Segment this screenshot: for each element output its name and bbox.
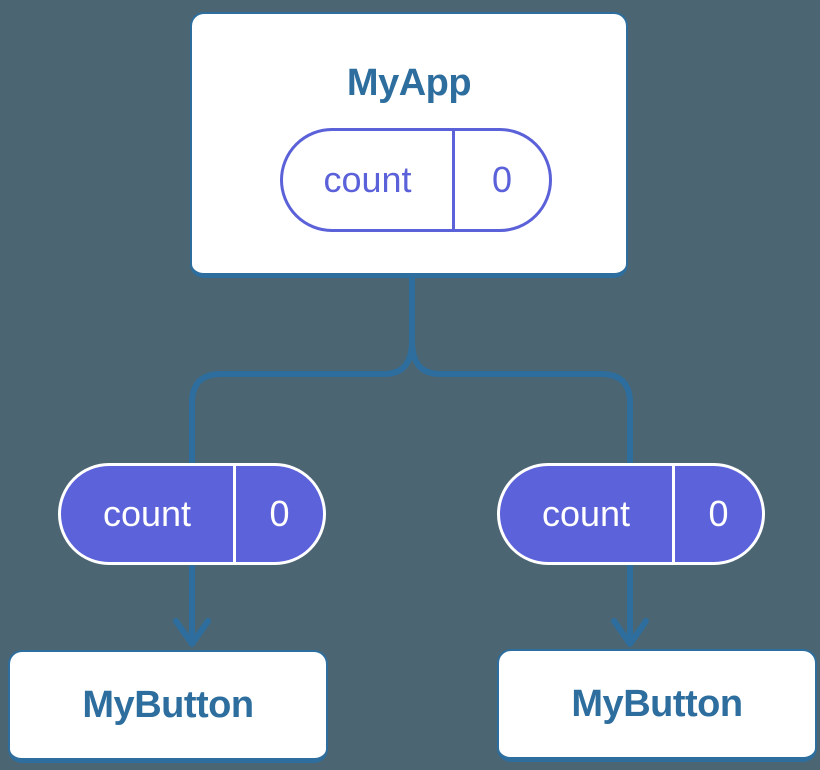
state-value-label: 0 xyxy=(452,131,549,229)
right-arrow-down-icon xyxy=(611,618,649,647)
child-component-title: MyButton xyxy=(82,683,254,726)
state-key-label: count xyxy=(323,159,412,200)
prop-key-label: count xyxy=(541,493,631,534)
prop-value-label: 0 xyxy=(672,466,762,562)
prop-value-label: 0 xyxy=(233,466,323,562)
root-state-pill: count 0 xyxy=(280,128,552,232)
left-branch-connector xyxy=(189,340,415,644)
prop-key-label: count xyxy=(102,493,192,534)
right-branch-connector xyxy=(409,340,633,644)
left-child-component-node: MyButton xyxy=(8,650,328,763)
right-prop-pill: count 0 xyxy=(497,463,765,565)
left-arrow-down-icon xyxy=(173,618,211,647)
right-child-component-node: MyButton xyxy=(497,649,817,762)
child-component-title: MyButton xyxy=(571,682,743,725)
left-prop-pill: count 0 xyxy=(58,463,326,565)
root-component-title: MyApp xyxy=(346,62,472,104)
